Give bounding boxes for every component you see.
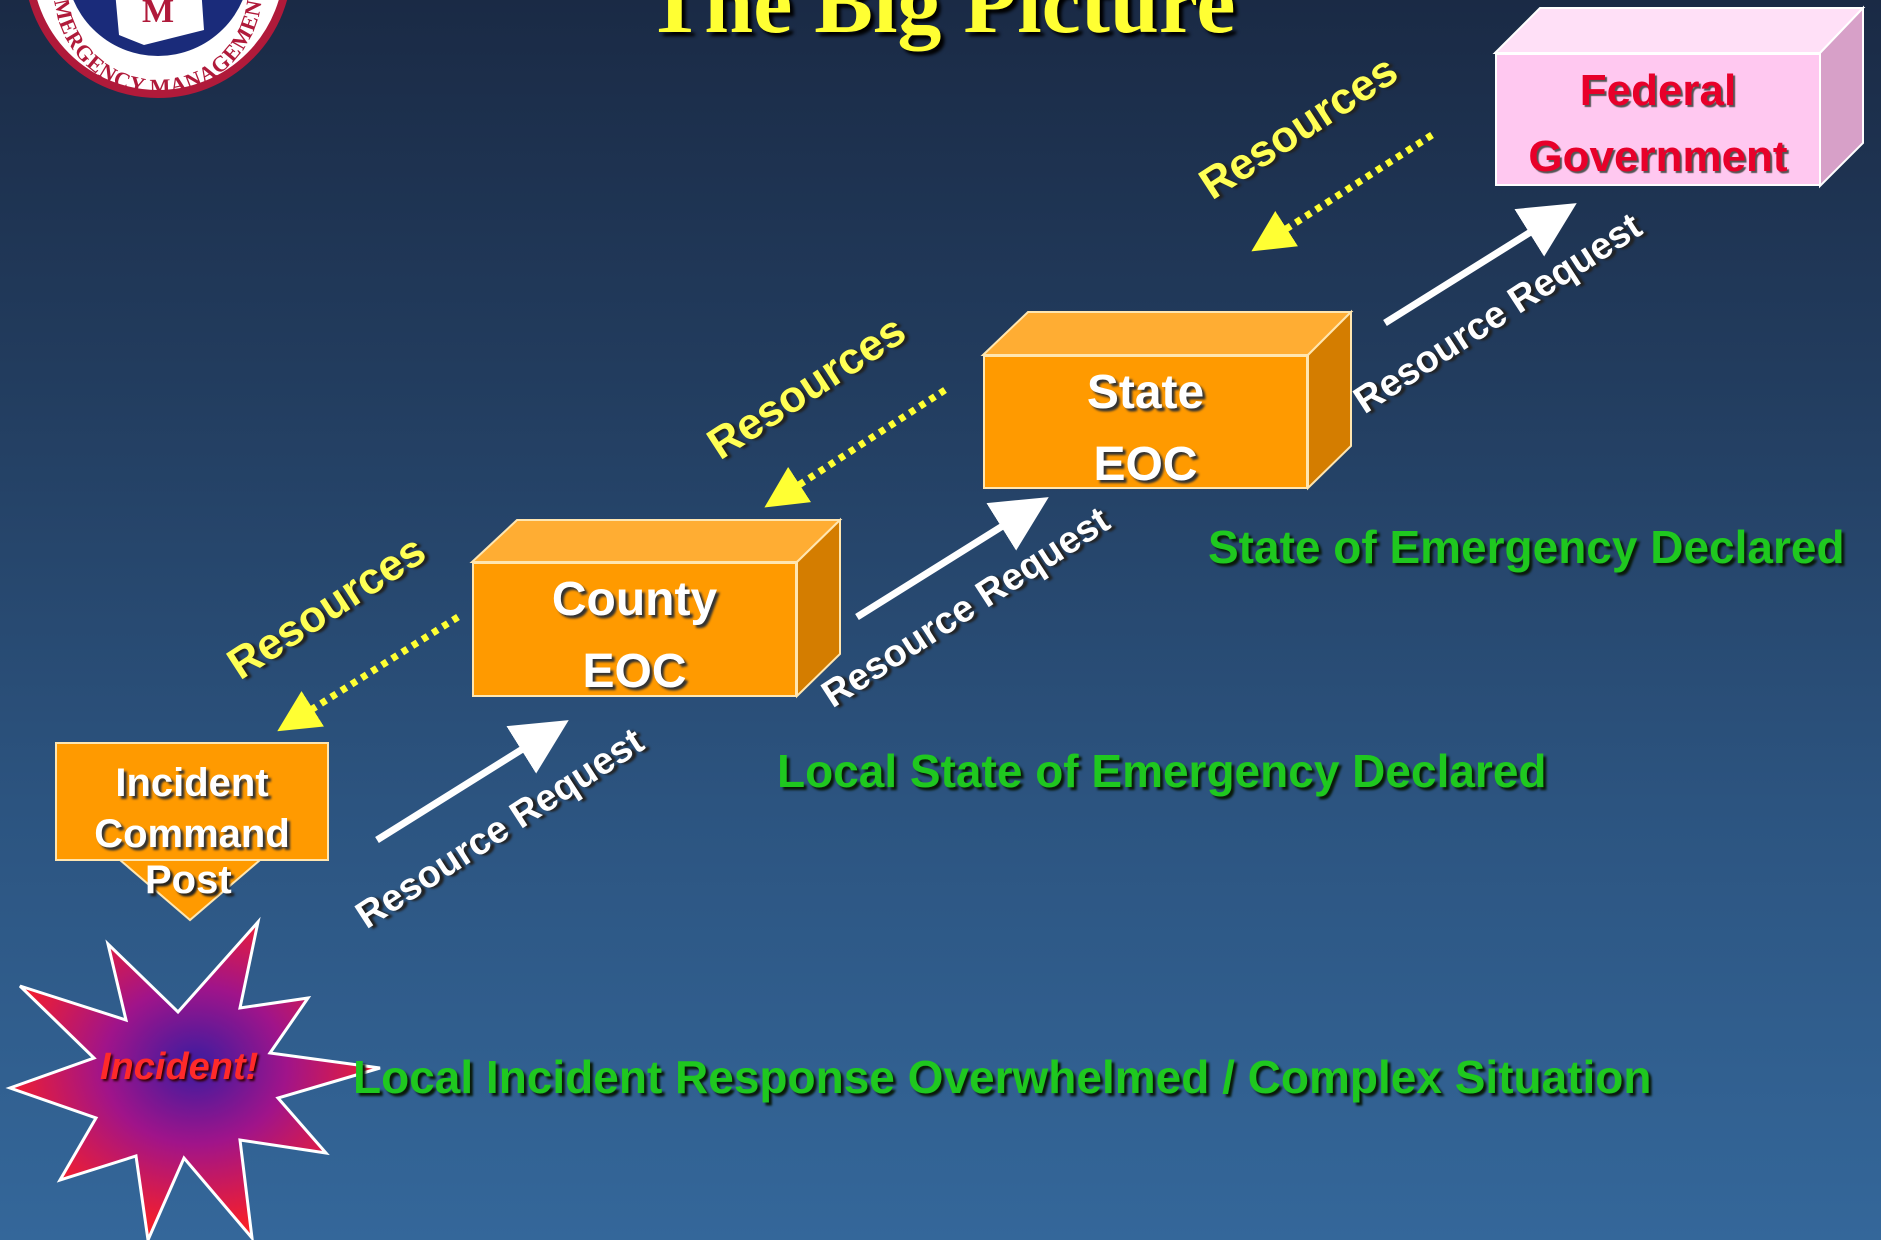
request-arrow-to-state — [855, 497, 1049, 620]
resources-arrow-to-county — [764, 387, 947, 508]
incident-command-line-3: Post — [145, 858, 232, 902]
status-local-incident: Local Incident Response Overwhelmed / Co… — [353, 1051, 1652, 1103]
county-eoc-box: County EOC — [472, 562, 797, 698]
incident-command-post-box: Incident Command — [55, 742, 329, 861]
resources-arrow-to-icp — [277, 614, 460, 732]
federal-box-shading — [1492, 5, 1866, 189]
county-eoc-box-shading — [469, 517, 843, 699]
status-state-emergency: State of Emergency Declared — [1208, 521, 1845, 573]
incident-command-pointer — [117, 859, 263, 922]
state-eoc-box: State EOC — [983, 355, 1308, 491]
incident-command-line-2: Command — [94, 812, 290, 856]
federal-line-2: Government — [1528, 132, 1788, 181]
federal-government-box: Federal Government — [1495, 53, 1821, 186]
request-arrow-to-federal — [1383, 203, 1577, 326]
county-eoc-line-1: County — [551, 573, 718, 626]
state-eoc-box-shading — [980, 309, 1354, 491]
request-arrow-to-county — [375, 720, 569, 843]
resources-arrow-to-state — [1251, 132, 1434, 252]
state-outline-icon — [115, 0, 204, 45]
state-eoc-line-2: EOC — [1093, 438, 1198, 491]
logo-letter: M — [142, 0, 174, 30]
county-eoc-line-2: EOC — [582, 645, 687, 698]
status-local-state: Local State of Emergency Declared — [777, 745, 1547, 797]
emergency-management-logo: M EMERGENCY MANAGEMENT — [28, 0, 288, 99]
incident-starburst — [5, 916, 381, 1240]
federal-line-1: Federal — [1579, 66, 1737, 115]
incident-command-line-1: Incident — [115, 761, 269, 805]
incident-label: Incident! — [100, 1046, 259, 1088]
state-eoc-line-1: State — [1086, 366, 1205, 419]
slide-title: The Big Picture — [645, 0, 1236, 52]
